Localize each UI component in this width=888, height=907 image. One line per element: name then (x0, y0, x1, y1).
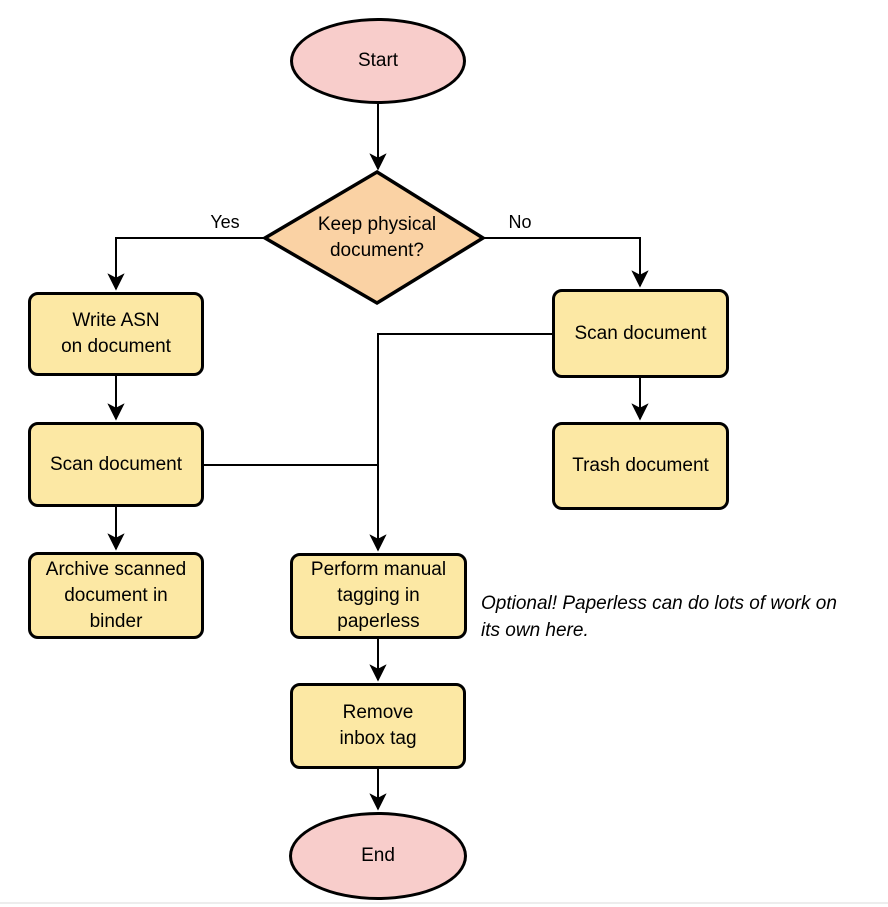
node-start-label: Start (357, 50, 399, 71)
decision-diamond-shape (261, 169, 487, 306)
edge-decision-scan-right (483, 237, 640, 286)
node-scan-left-label: Scan document (49, 453, 183, 475)
node-end-label: End (361, 845, 395, 866)
node-write-asn: Write ASN on document (28, 292, 204, 376)
page-bottom-divider (0, 902, 888, 904)
node-archive-label-line2: document in (64, 584, 168, 606)
node-remove-label-line1: Remove (342, 702, 414, 723)
node-decision: Keep physical document? (267, 185, 487, 291)
node-decision-label-line2: document? (329, 240, 424, 261)
node-tagging: Perform manual tagging in paperless (290, 553, 467, 639)
node-archive-label-line1: Archive scanned (45, 558, 187, 580)
node-archive: Archive scanned document in binder (28, 552, 204, 639)
note-text-line2: its own here. (481, 620, 589, 641)
note-text: Optional! Paperless can do lots of work … (481, 590, 888, 644)
node-write-asn-label-line2: on document (61, 336, 171, 357)
node-decision-label-line1: Keep physical (317, 214, 437, 235)
node-trash-label: Trash document (572, 455, 709, 476)
node-scan-document-left: Scan document (28, 422, 204, 507)
node-remove-label-line2: inbox tag (339, 728, 417, 749)
node-archive-label-line3: binder (89, 610, 143, 632)
node-tagging-label-line2: tagging in (337, 585, 420, 606)
node-end: End (289, 812, 467, 900)
note-text-line1: Optional! Paperless can do lots of work … (481, 593, 837, 614)
node-scan-document-right: Scan document (552, 289, 729, 378)
edge-label-yes: Yes (210, 212, 240, 232)
edge-label-no: No (508, 212, 532, 232)
edge-decision-write-asn (116, 237, 265, 289)
node-trash: Trash document (552, 422, 729, 510)
node-remove-inbox-tag: Remove inbox tag (290, 683, 466, 769)
node-tagging-label-line1: Perform manual (310, 559, 447, 580)
node-write-asn-label-line1: Write ASN (72, 310, 160, 331)
node-scan-right-label: Scan document (574, 322, 707, 344)
edge-scan-right-tagging (378, 333, 552, 550)
node-start: Start (290, 18, 466, 104)
node-tagging-label-line3: paperless (337, 611, 420, 632)
